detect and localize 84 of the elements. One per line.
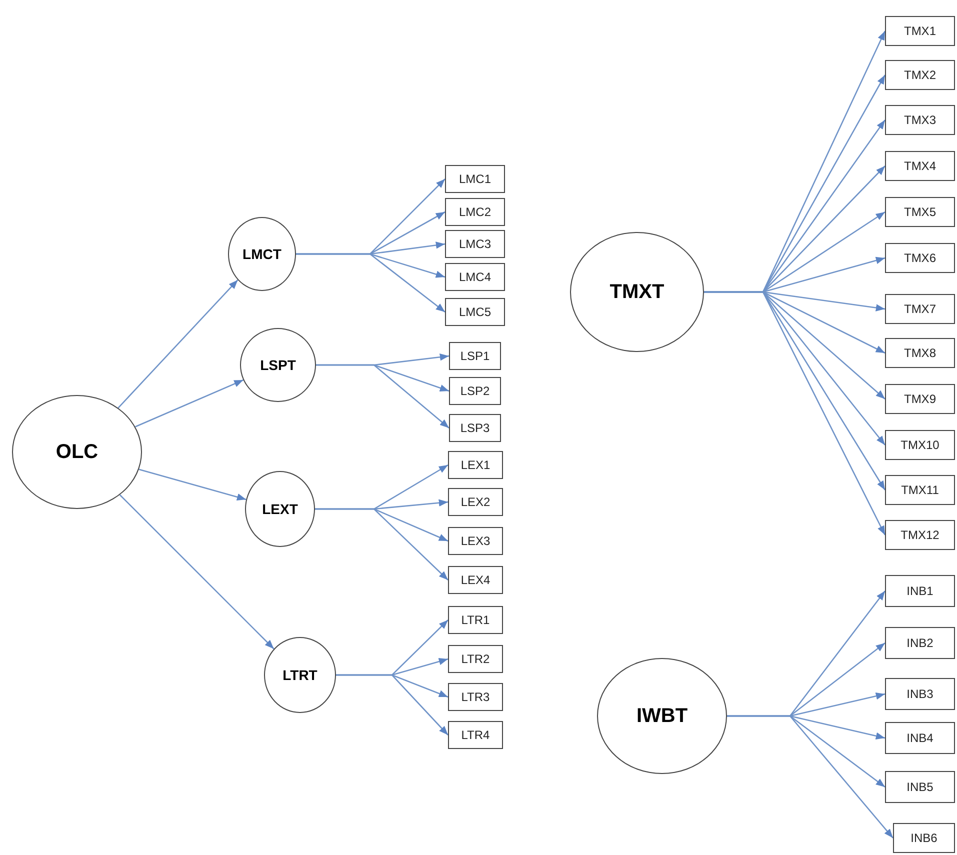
node-label: INB4: [906, 731, 934, 745]
box-node: [445, 165, 505, 193]
node-label: TMX4: [904, 159, 936, 173]
arrow: [138, 468, 246, 501]
node-label: LSPT: [260, 357, 296, 373]
box-node: [445, 298, 505, 326]
node-label: LEXT: [262, 501, 298, 517]
node-label: TMX10: [900, 438, 940, 452]
node-label: LSP1: [460, 349, 490, 363]
node-label: LTR3: [461, 690, 490, 704]
box-node: [885, 16, 955, 46]
box-node: [885, 151, 955, 181]
box-node: [449, 414, 501, 442]
node-label: INB2: [906, 636, 934, 650]
box-node: [885, 627, 955, 659]
box-node: [448, 721, 503, 749]
node-label: LMC4: [458, 270, 491, 284]
arrow: [316, 364, 450, 428]
node-label: LMCT: [242, 246, 282, 262]
arrow: [315, 508, 448, 580]
node-label: LEX2: [460, 495, 490, 509]
box-node: [885, 338, 955, 368]
box-node: [448, 451, 503, 479]
node-label: LEX1: [460, 458, 490, 472]
box-node: [885, 575, 955, 607]
arrow: [336, 674, 448, 736]
node-label: INB1: [906, 584, 934, 598]
node-label: LEX3: [460, 534, 490, 548]
node-label: LMC2: [458, 205, 491, 219]
node-label: TMX3: [904, 113, 936, 127]
node-label: TMX5: [904, 205, 936, 219]
box-node: [885, 520, 955, 550]
box-node: [445, 198, 505, 226]
box-node: [885, 105, 955, 135]
node-label: OLC: [56, 440, 98, 464]
arrow: [727, 715, 894, 838]
arrow: [119, 494, 274, 650]
node-label: TMX12: [900, 528, 940, 542]
arrow: [296, 253, 446, 313]
box-node: [885, 722, 955, 754]
box-node: [448, 606, 503, 634]
node-label: LTR1: [461, 613, 490, 627]
box-node: [445, 230, 505, 258]
node-label: LMC5: [458, 305, 491, 319]
box-node: [885, 475, 955, 505]
box-node: [885, 771, 955, 803]
node-label: INB6: [910, 831, 938, 845]
node-label: TMX9: [904, 392, 936, 406]
box-node: [448, 683, 503, 711]
node-label: LEX4: [460, 573, 490, 587]
node-label: LTRT: [282, 667, 318, 683]
node-label: LMC3: [458, 237, 491, 251]
box-node: [449, 377, 501, 405]
node-label: INB3: [906, 687, 934, 701]
box-node: [449, 342, 501, 370]
node-label: IWBT: [636, 704, 688, 728]
node-label: LTR2: [461, 652, 490, 666]
box-node: [885, 294, 955, 324]
node-label: LTR4: [461, 728, 490, 742]
node-label: LMC1: [458, 172, 491, 186]
node-label: TMX6: [904, 251, 936, 265]
box-node: [893, 823, 955, 853]
box-node: [445, 263, 505, 291]
arrow: [118, 280, 238, 408]
box-node: [885, 60, 955, 90]
box-node: [448, 488, 503, 516]
node-label: LSP3: [460, 421, 490, 435]
box-node: [885, 243, 955, 273]
node-label: TMX2: [904, 68, 936, 82]
box-node: [448, 527, 503, 555]
node-label: LSP2: [460, 384, 490, 398]
node-label: TMX11: [901, 483, 939, 497]
node-label: TMX7: [904, 302, 936, 316]
node-label: TMX1: [904, 24, 936, 38]
box-node: [885, 678, 955, 710]
node-label: TMXT: [610, 280, 664, 304]
arrow: [135, 379, 244, 428]
node-label: INB5: [906, 780, 934, 794]
box-node: [885, 197, 955, 227]
box-node: [448, 645, 503, 673]
box-node: [885, 384, 955, 414]
box-node: [448, 566, 503, 594]
box-node: [885, 430, 955, 460]
node-label: TMX8: [904, 346, 936, 360]
